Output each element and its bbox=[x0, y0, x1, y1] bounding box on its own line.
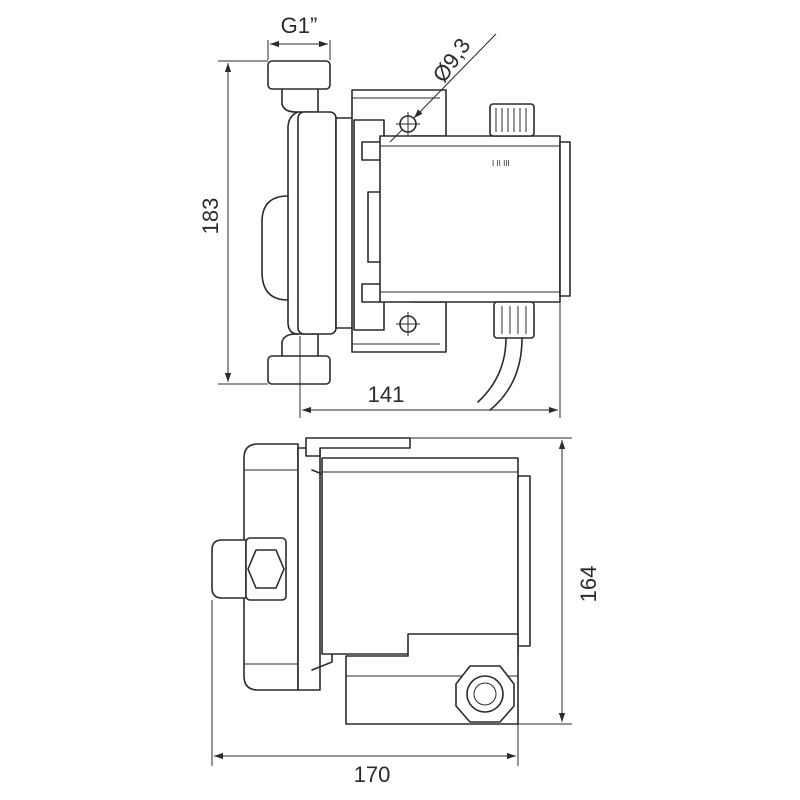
mounting-hole-top-icon bbox=[396, 112, 420, 136]
thread-label: G1” bbox=[281, 13, 318, 38]
dimension-height-side: 183 bbox=[198, 60, 268, 385]
motor-end-cap-top bbox=[517, 475, 531, 647]
width-top-label: 170 bbox=[354, 762, 391, 787]
bottom-pipe-fitting bbox=[267, 355, 331, 385]
dimension-thread: G1” bbox=[267, 13, 331, 60]
hex-nut-fitting-icon bbox=[211, 537, 287, 601]
bracket-top-bar bbox=[305, 437, 411, 457]
motor-body bbox=[379, 135, 561, 303]
dimension-width-top: 170 bbox=[211, 600, 519, 787]
pump-volute bbox=[261, 111, 299, 335]
top-pipe-fitting bbox=[267, 60, 331, 90]
height-top-label: 164 bbox=[576, 566, 601, 603]
top-view: 164 170 bbox=[211, 437, 601, 787]
clamp-bottom bbox=[361, 283, 383, 303]
top-neck bbox=[281, 88, 319, 113]
mounting-hole-bottom-icon bbox=[396, 312, 420, 336]
dimension-depth-side: 141 bbox=[299, 302, 561, 418]
clamp-top bbox=[361, 141, 383, 161]
hole-diameter-label: Ø9,3 bbox=[428, 33, 476, 86]
motor-end-cap bbox=[559, 141, 571, 297]
pump-housing bbox=[297, 111, 337, 335]
flange-top bbox=[297, 447, 321, 691]
motor-body-top bbox=[321, 457, 519, 655]
depth-side-label: 141 bbox=[368, 382, 405, 407]
height-side-label: 183 bbox=[198, 198, 223, 235]
cable-gland bbox=[493, 301, 535, 339]
speed-marks: I II III bbox=[492, 159, 510, 168]
speed-selector-knob-icon bbox=[489, 103, 535, 137]
dimension-height-top: 164 bbox=[410, 437, 601, 725]
power-cable bbox=[477, 337, 507, 403]
cable-gland-nut-icon bbox=[455, 665, 515, 723]
side-view: I II III G1” bbox=[198, 13, 571, 418]
